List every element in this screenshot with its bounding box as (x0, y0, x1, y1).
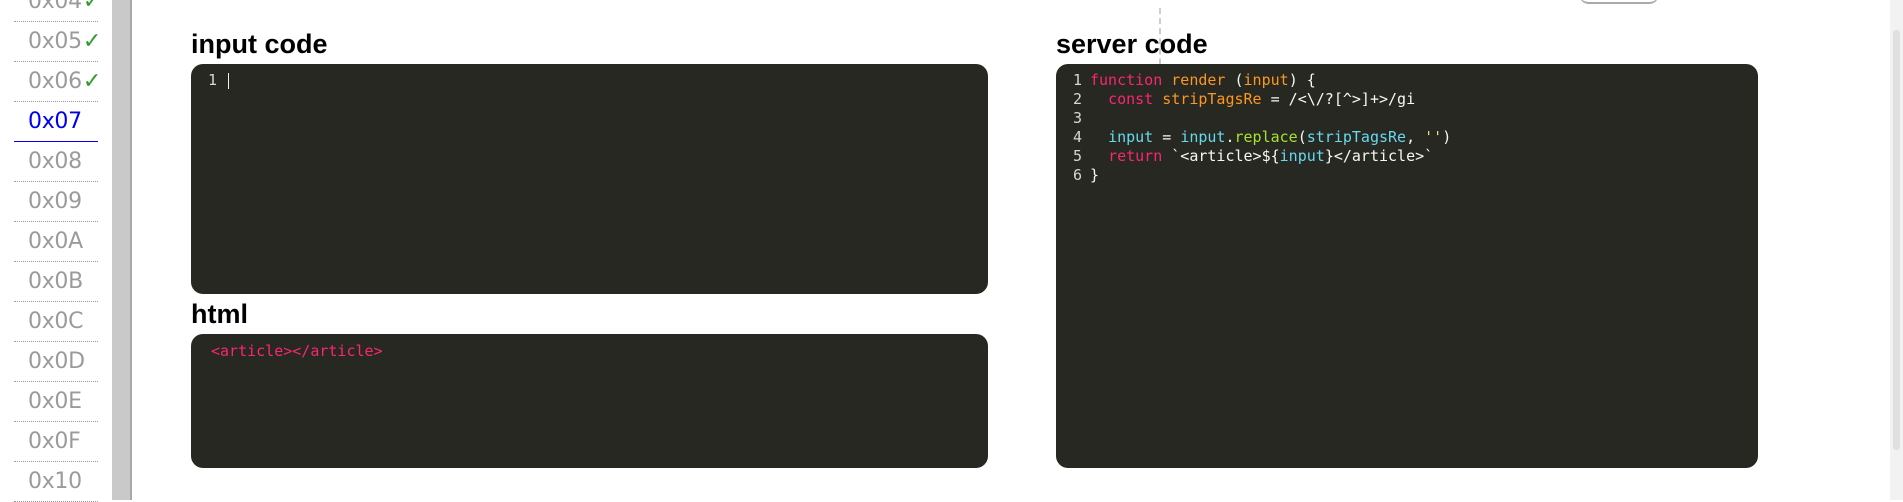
text-cursor (228, 72, 229, 89)
server-code-line: 4 input = input.replace(stripTagsRe, '') (1056, 128, 1758, 147)
decorative-arc (1579, 0, 1659, 4)
level-label: 0x06 (28, 69, 82, 94)
line-number: 3 (1072, 109, 1082, 127)
code-token: } (1090, 166, 1100, 184)
code-token: }</article>` (1324, 147, 1434, 165)
level-label: 0x0A (28, 229, 83, 254)
line-number: 1 (1072, 71, 1082, 89)
server-code-line: 3 (1056, 109, 1758, 128)
code-token: replace (1234, 128, 1298, 146)
line-number: 6 (1072, 166, 1082, 184)
level-label: 0x0E (28, 389, 82, 414)
level-label: 0x0B (28, 269, 83, 294)
server-code-line: 6} (1056, 166, 1758, 185)
code-token: = /<\/?[^>]+>/gi (1261, 90, 1416, 108)
level-label: 0x04 (28, 0, 82, 14)
level-label: 0x0C (28, 309, 84, 334)
code-token: stripTagsRe (1162, 90, 1262, 108)
checkmark-icon: ✓ (82, 0, 101, 14)
code-token: ( (1297, 128, 1307, 146)
level-item-0x10[interactable]: 0x10 (14, 462, 98, 502)
code-token: ) (1442, 128, 1452, 146)
level-item-0x05[interactable]: 0x05✓ (14, 22, 101, 62)
level-item-0x04[interactable]: 0x04✓ (14, 0, 101, 22)
checkmark-icon: ✓ (82, 29, 101, 54)
level-label: 0x08 (28, 149, 82, 174)
page-scrollbar[interactable] (1890, 0, 1903, 500)
code-token: `<article>${ (1162, 147, 1280, 165)
code-token: , (1406, 128, 1425, 146)
line-number: 4 (1072, 128, 1082, 146)
level-item-0x07[interactable]: 0x07 (14, 102, 98, 142)
code-token: ( (1225, 71, 1244, 89)
input-code-editor[interactable]: 1 (191, 64, 988, 294)
server-code-line: 1 function render (input) { (1056, 71, 1758, 90)
page-scrollbar-thumb[interactable] (1893, 30, 1900, 450)
input-code-line[interactable]: 1 (191, 71, 988, 90)
level-label: 0x0D (28, 349, 85, 374)
level-item-0x0d[interactable]: 0x0D (14, 342, 98, 382)
level-item-0x0c[interactable]: 0x0C (14, 302, 98, 342)
checkmark-icon: ✓ (82, 69, 101, 94)
input-code-title: input code (191, 29, 328, 59)
code-token: render (1171, 71, 1226, 89)
code-token: input (1279, 147, 1325, 165)
level-label: 0x0F (28, 429, 81, 454)
level-label: 0x07 (28, 109, 82, 134)
code-token: function (1090, 71, 1163, 89)
code-token (1090, 128, 1108, 146)
level-label: 0x09 (28, 189, 82, 214)
code-token: input (1108, 128, 1154, 146)
code-token: input (1243, 71, 1289, 89)
code-token: stripTagsRe (1306, 128, 1407, 146)
line-number: 1 (207, 71, 217, 89)
sidebar-scrollbar[interactable] (112, 0, 132, 500)
code-token (1090, 147, 1108, 165)
server-code-line: 2 const stripTagsRe = /<\/?[^>]+>/gi (1056, 90, 1758, 109)
input-code-lines[interactable]: 1 (191, 64, 988, 90)
code-token: input (1180, 128, 1226, 146)
html-output-panel: <article></article> (191, 334, 988, 468)
level-item-0x09[interactable]: 0x09 (14, 182, 98, 222)
code-token: return (1108, 147, 1163, 165)
level-item-0x08[interactable]: 0x08 (14, 142, 98, 182)
code-token (1162, 71, 1171, 89)
code-token: ) { (1288, 71, 1316, 89)
level-item-0x0a[interactable]: 0x0A (14, 222, 98, 262)
level-item-0x06[interactable]: 0x06✓ (14, 62, 101, 102)
line-number: 5 (1072, 147, 1082, 165)
level-label: 0x10 (28, 469, 82, 494)
level-label: 0x05 (28, 29, 82, 54)
level-item-0x0e[interactable]: 0x0E (14, 382, 98, 422)
line-number: 2 (1072, 90, 1082, 108)
code-token: '' (1424, 128, 1443, 146)
html-output-text: <article></article> (211, 342, 383, 360)
main-content: input code 1 html <article></article> se… (134, 0, 1903, 500)
code-token: . (1225, 128, 1235, 146)
server-code-title: server code (1056, 29, 1208, 59)
html-title: html (191, 299, 248, 329)
code-token: const (1108, 90, 1154, 108)
level-item-0x0b[interactable]: 0x0B (14, 262, 98, 302)
code-token (1090, 90, 1108, 108)
server-code-line: 5 return `<article>${input}</article>` (1056, 147, 1758, 166)
code-token: = (1153, 128, 1181, 146)
level-item-0x0f[interactable]: 0x0F (14, 422, 98, 462)
code-token (1153, 90, 1162, 108)
